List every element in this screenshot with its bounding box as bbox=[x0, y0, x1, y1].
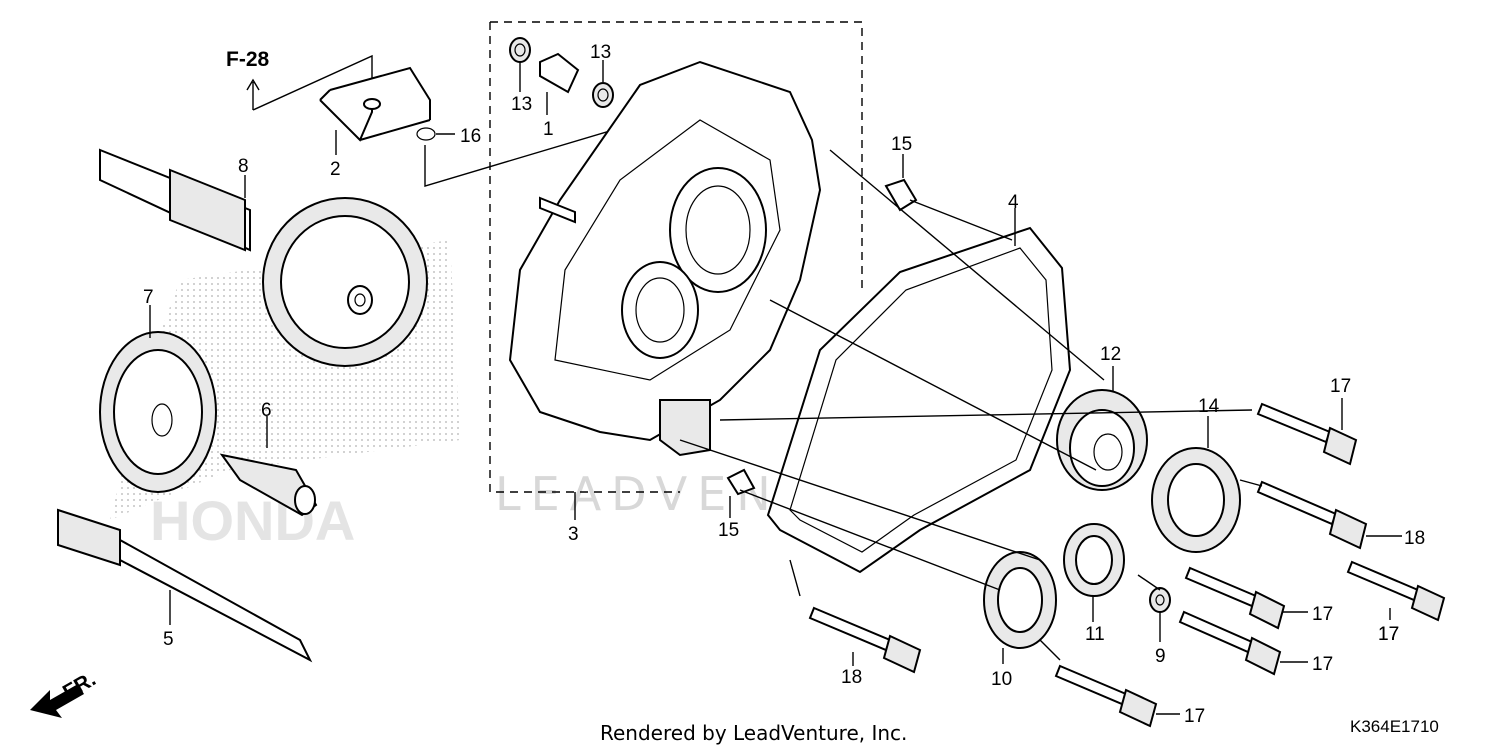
bolt-18-a bbox=[1256, 480, 1368, 550]
washer-hole bbox=[1155, 594, 1165, 606]
callout-17: 17 bbox=[1312, 604, 1333, 625]
callout-1: 1 bbox=[543, 119, 554, 140]
callout-leaders bbox=[149, 60, 1402, 715]
callout-11: 11 bbox=[1085, 624, 1105, 645]
shaft-8-spline bbox=[169, 168, 246, 252]
callout-7: 7 bbox=[143, 287, 154, 308]
callout-17: 17 bbox=[1330, 376, 1351, 397]
callout-14: 14 bbox=[1198, 396, 1220, 417]
bolt-17-e bbox=[1054, 664, 1158, 728]
oil-seal-13b bbox=[592, 82, 614, 108]
hose-end bbox=[363, 98, 381, 110]
ref-label-f28: F-28 bbox=[226, 48, 270, 71]
hose-clip bbox=[416, 127, 436, 141]
oil-seal-13a bbox=[509, 37, 531, 63]
breather-hose bbox=[319, 66, 431, 142]
gasket-inner bbox=[789, 247, 1053, 553]
honda-watermark: HONDA bbox=[150, 489, 355, 552]
callout-17: 17 bbox=[1378, 624, 1399, 645]
dowel-pin-15a bbox=[884, 178, 918, 212]
callout-5: 5 bbox=[163, 629, 174, 650]
bolt-17-a bbox=[1256, 402, 1358, 466]
callout-6: 6 bbox=[261, 400, 272, 421]
callout-8: 8 bbox=[238, 156, 249, 177]
washer-9 bbox=[1149, 587, 1171, 613]
assembly-dashed-box bbox=[489, 21, 863, 493]
assembly-lines bbox=[679, 149, 1263, 661]
gear-6 bbox=[219, 453, 318, 517]
callout-9: 9 bbox=[1155, 646, 1166, 667]
dowel-pin-15b bbox=[726, 468, 756, 496]
credit-text: Rendered by LeadVenture, Inc. bbox=[600, 721, 907, 745]
callout-17: 17 bbox=[1184, 706, 1205, 727]
collar-1 bbox=[539, 52, 580, 94]
callout-17: 17 bbox=[1378, 624, 1399, 645]
bearing-12 bbox=[1056, 389, 1148, 491]
callout-3: 3 bbox=[568, 524, 579, 545]
bearing-10 bbox=[983, 551, 1057, 649]
bolt-17-c bbox=[1346, 560, 1446, 622]
transmission-case bbox=[508, 60, 822, 457]
oil-seal-14 bbox=[1151, 447, 1241, 553]
seal-bore bbox=[514, 43, 526, 57]
callout-10: 10 bbox=[991, 669, 1012, 690]
bearing-11 bbox=[1063, 523, 1125, 597]
callout-15: 15 bbox=[718, 520, 739, 541]
callout-18: 18 bbox=[841, 667, 862, 688]
ref-arrow bbox=[246, 78, 260, 110]
diagram-code: K364E1710 bbox=[1350, 717, 1439, 736]
gear-7 bbox=[99, 331, 217, 493]
callout-labels: 1234567891011121313141515161717171717171… bbox=[143, 42, 1425, 727]
callout-2: 2 bbox=[330, 159, 341, 180]
callout-18: 18 bbox=[1404, 528, 1425, 549]
callout-13: 13 bbox=[511, 94, 532, 115]
callout-16: 16 bbox=[460, 126, 481, 147]
callout-4: 4 bbox=[1008, 192, 1019, 213]
callout-13: 13 bbox=[590, 42, 611, 63]
bolt-17-b bbox=[1184, 566, 1286, 630]
bolt-18-b bbox=[808, 606, 922, 674]
callout-17: 17 bbox=[1312, 654, 1333, 675]
gasket-4 bbox=[766, 226, 1072, 574]
seal-bore-2 bbox=[597, 88, 609, 102]
callout-15: 15 bbox=[891, 134, 912, 155]
bolt-17-d bbox=[1178, 610, 1282, 676]
driven-gear bbox=[262, 197, 428, 367]
shaft-5 bbox=[57, 508, 313, 663]
front-arrow-icon bbox=[30, 684, 84, 718]
callout-12: 12 bbox=[1100, 344, 1121, 365]
